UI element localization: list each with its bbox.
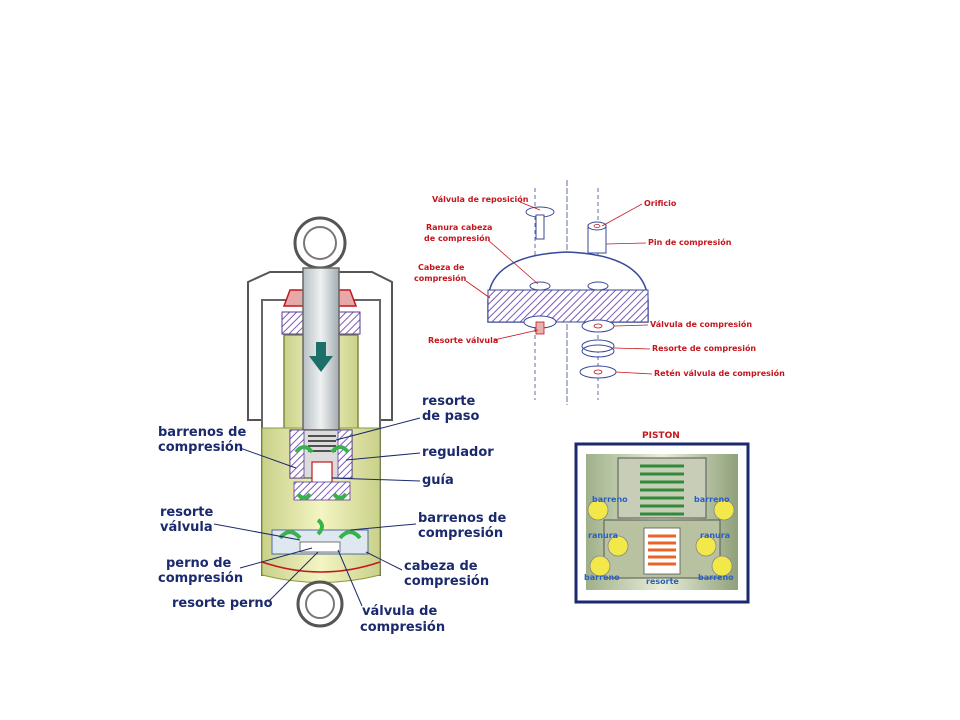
piston-spring-orange xyxy=(643,527,681,575)
label-perno-de-compresion: perno de xyxy=(166,556,232,571)
shock-absorber-labels: resorte de paso barrenos de compresión r… xyxy=(158,394,506,635)
label-barrenos-compresion-top: barrenos de xyxy=(158,425,246,440)
exploded-view-labels: Válvula de reposición Ranura cabeza de c… xyxy=(414,194,785,378)
label-resorte-valvula: resorte xyxy=(160,505,214,520)
svg-text:válvula: válvula xyxy=(160,520,213,535)
label-ranura-l: ranura xyxy=(588,531,618,540)
shock-absorber xyxy=(247,216,393,628)
bore-bl xyxy=(589,555,611,577)
label-valvula-reposicion: Válvula de reposición xyxy=(432,194,529,204)
label-barreno-tr: barreno xyxy=(694,495,730,504)
svg-text:compresión: compresión xyxy=(414,273,467,283)
label-reten-valvula: Retén válvula de compresión xyxy=(654,368,785,378)
piston-spring-green xyxy=(640,464,684,516)
piston-title: PISTON xyxy=(642,431,680,441)
label-valvula-compresion-small: Válvula de compresión xyxy=(650,319,752,329)
label-pin-compresion: Pin de compresión xyxy=(648,237,732,247)
label-resorte-perno: resorte perno xyxy=(172,596,273,611)
label-ranura-cabeza: Ranura cabeza xyxy=(426,223,492,232)
svg-text:de compresión: de compresión xyxy=(424,233,491,243)
down-arrow-icon xyxy=(309,342,333,372)
label-guia: guía xyxy=(422,473,454,488)
bore-tr xyxy=(713,499,735,521)
svg-text:de paso: de paso xyxy=(422,409,479,424)
svg-text:compresión: compresión xyxy=(418,526,503,541)
svg-text:compresión: compresión xyxy=(360,620,445,635)
label-ranura-r: ranura xyxy=(700,531,730,540)
label-resorte-valvula-small: Resorte válvula xyxy=(428,336,498,345)
exploded-view xyxy=(487,180,649,405)
label-barreno-tl: barreno xyxy=(592,495,628,504)
label-resorte-compresion: Resorte de compresión xyxy=(652,343,756,353)
svg-text:compresión: compresión xyxy=(158,440,243,455)
label-cabeza-de-compresion: cabeza de xyxy=(404,559,478,574)
label-barreno-br: barreno xyxy=(698,573,734,582)
label-barrenos-compresion-right: barrenos de xyxy=(418,511,506,526)
label-resorte: resorte xyxy=(646,577,679,586)
resorte-compresion-part xyxy=(581,339,615,353)
label-orificio: Orificio xyxy=(644,199,677,208)
bore-br xyxy=(711,555,733,577)
label-cabeza-de: Cabeza de xyxy=(418,263,465,272)
label-barreno-bl: barreno xyxy=(584,573,620,582)
svg-text:compresión: compresión xyxy=(158,571,243,586)
label-resorte-de-paso: resorte xyxy=(422,394,476,409)
label-valvula-de-compresion: válvula de xyxy=(362,604,437,619)
label-regulador: regulador xyxy=(422,445,494,460)
piston-inset: PISTON barreno barreno ranura ranura bar… xyxy=(574,431,750,604)
svg-text:compresión: compresión xyxy=(404,574,489,589)
bore-tl xyxy=(587,499,609,521)
